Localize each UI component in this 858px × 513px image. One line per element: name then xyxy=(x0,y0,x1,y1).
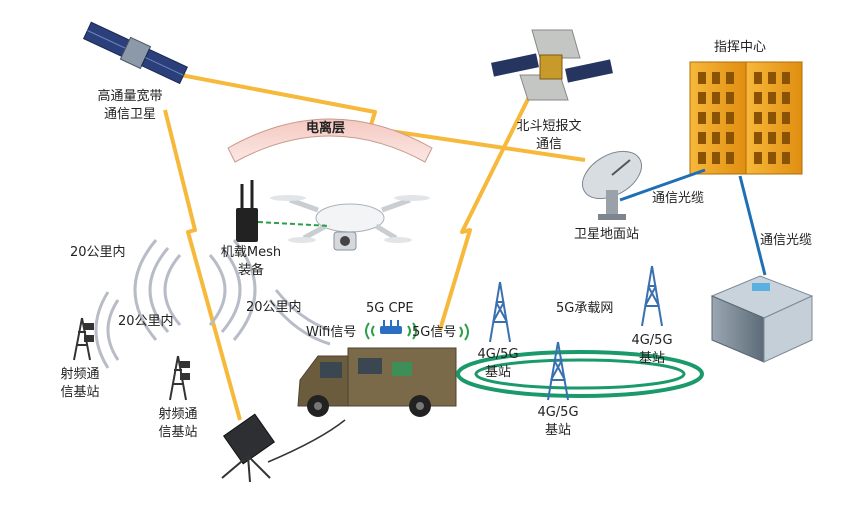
ionosphere xyxy=(227,118,433,163)
bearer-network-label: 5G承载网 xyxy=(556,301,614,316)
base-station-1-icon xyxy=(489,281,511,343)
hts-satellite-label: 高通量宽带 通信卫星 xyxy=(97,89,163,122)
command-center-icon xyxy=(689,61,803,175)
fiber-cable-groundstation xyxy=(619,168,706,202)
mesh-equipment-icon xyxy=(236,180,331,242)
base-station-label-2: 4G/5G 基站 xyxy=(537,405,579,438)
base-station-2-icon xyxy=(547,341,569,401)
beidou-satellite-icon xyxy=(491,29,613,101)
cpe-device-icon xyxy=(380,320,402,334)
rf-tower-1-icon xyxy=(73,317,94,361)
ground-station-icon xyxy=(582,150,642,220)
fiber-cables xyxy=(619,168,767,276)
rf-tower-2-icon xyxy=(169,355,190,401)
ionosphere-label: 电离层 xyxy=(306,121,346,136)
range-label-2: 20公里内 xyxy=(118,314,174,329)
beidou-satellite-label: 北斗短报文 通信 xyxy=(516,119,582,152)
data-center-icon xyxy=(710,275,814,363)
command-vehicle-icon xyxy=(297,347,457,417)
cpe-label: 5G CPE xyxy=(366,301,414,316)
base-station-3-icon xyxy=(641,265,663,327)
base-station-label-1: 4G/5G 基站 xyxy=(477,347,519,380)
bearer-network-ring xyxy=(456,350,704,398)
rf-station-label-1: 射频通 信基站 xyxy=(60,367,100,400)
fiber-cable-datacenter xyxy=(738,175,767,276)
hts-satellite-icon xyxy=(82,21,188,85)
link-hts-to-groundstation xyxy=(164,70,586,162)
drone-icon xyxy=(270,195,430,251)
command-center-label: 指挥中心 xyxy=(714,40,767,55)
rf-station-label-2: 射频通 信基站 xyxy=(158,407,198,440)
range-label-1: 20公里内 xyxy=(70,245,126,260)
base-station-label-3: 4G/5G 基站 xyxy=(631,333,673,366)
link-hts-to-terminal xyxy=(163,109,242,421)
wifi-signal-label: Wifi信号 xyxy=(306,325,357,340)
satellite-terminal-icon xyxy=(221,413,346,483)
fiveg-signal-label: 5G信号 xyxy=(412,325,457,340)
fiber-cable-label-2: 通信光缆 xyxy=(760,233,813,248)
ground-station-label: 卫星地面站 xyxy=(574,227,640,242)
fiber-cable-label-1: 通信光缆 xyxy=(652,191,705,206)
radio-wave-arcs xyxy=(94,239,331,369)
range-label-3: 20公里内 xyxy=(246,300,302,315)
link-vehicle-to-beidou xyxy=(438,94,532,331)
lightning-links xyxy=(163,70,586,421)
signal-wave-icon xyxy=(365,322,469,341)
mesh-equipment-label: 机载Mesh 装备 xyxy=(220,245,282,278)
